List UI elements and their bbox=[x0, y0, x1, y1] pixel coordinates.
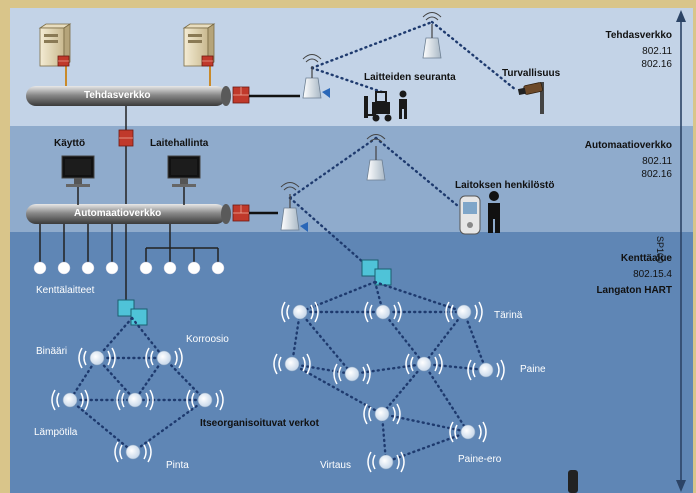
plant-staff-label: Laitoksen henkilöstö bbox=[455, 180, 555, 191]
field-zone-std2: Langaton HART bbox=[596, 285, 672, 296]
sensor-icon bbox=[568, 470, 578, 493]
field-devices-label: Kenttälaitteet bbox=[36, 285, 95, 296]
firewall-icon bbox=[57, 55, 70, 67]
field-zone-title: Kenttäalue bbox=[620, 253, 672, 264]
server-icon bbox=[182, 23, 216, 67]
access-point-icon bbox=[280, 182, 308, 232]
radio-wave-marks bbox=[51, 301, 505, 473]
automation-bus bbox=[26, 204, 231, 224]
automation-zone-title: Automaatioverkko bbox=[584, 140, 672, 151]
forklift-icon bbox=[364, 91, 392, 122]
self-organizing-label: Itseorganisoituvat verkot bbox=[200, 418, 319, 429]
factory-zone-std2: 802.16 bbox=[641, 59, 672, 70]
factory-bus bbox=[26, 86, 231, 106]
firewall-icon bbox=[201, 55, 214, 67]
monitor-icon bbox=[167, 155, 201, 187]
wireless-backbone bbox=[288, 20, 518, 272]
sp100-label: SP100 bbox=[655, 236, 665, 264]
access-point-icon bbox=[302, 54, 330, 99]
factory-zone-title: Tehdasverkko bbox=[605, 30, 672, 41]
device-management-label: Laitehallinta bbox=[150, 138, 209, 149]
flow-label: Virtaus bbox=[320, 460, 351, 471]
security-label: Turvallisuus bbox=[502, 68, 561, 79]
binary-label: Binääri bbox=[36, 346, 68, 357]
pressure-label: Paine bbox=[520, 364, 546, 375]
wireless-node-icon bbox=[62, 304, 494, 470]
device-monitoring-label: Laitteiden seuranta bbox=[364, 72, 456, 83]
field-device-drops bbox=[39, 224, 219, 262]
corrosion-label: Korroosio bbox=[186, 334, 229, 345]
diff-pressure-label: Paine-ero bbox=[458, 454, 502, 465]
monitor-icon bbox=[61, 155, 95, 187]
factory-zone bbox=[10, 8, 693, 126]
firewall-icon bbox=[232, 204, 250, 222]
factory-bus-label: Tehdasverkko bbox=[84, 90, 151, 101]
automation-zone-std2: 802.16 bbox=[641, 169, 672, 180]
firewall-icon bbox=[232, 86, 250, 104]
scale-arrow bbox=[676, 10, 686, 492]
operation-label: Käyttö bbox=[54, 138, 86, 149]
level-label: Pinta bbox=[166, 460, 189, 471]
automation-zone-std1: 802.11 bbox=[642, 156, 672, 167]
factory-zone-std1: 802.11 bbox=[642, 46, 672, 57]
gateway-icon bbox=[361, 259, 392, 286]
automation-bus-label: Automaatioverkko bbox=[74, 208, 162, 219]
vibration-label: Tärinä bbox=[494, 310, 523, 321]
field-zone-std1: 802.15.4 bbox=[633, 269, 672, 280]
field-device-icon bbox=[33, 261, 225, 275]
handheld-device-icon bbox=[459, 195, 481, 235]
firewall-icon bbox=[118, 129, 134, 147]
person-icon bbox=[488, 191, 500, 233]
access-point-icon bbox=[422, 12, 442, 59]
temperature-label: Lämpötila bbox=[34, 427, 78, 438]
person-icon bbox=[399, 90, 407, 119]
field-zone bbox=[10, 232, 693, 493]
access-point-icon bbox=[366, 134, 386, 181]
security-camera-icon bbox=[517, 82, 544, 114]
